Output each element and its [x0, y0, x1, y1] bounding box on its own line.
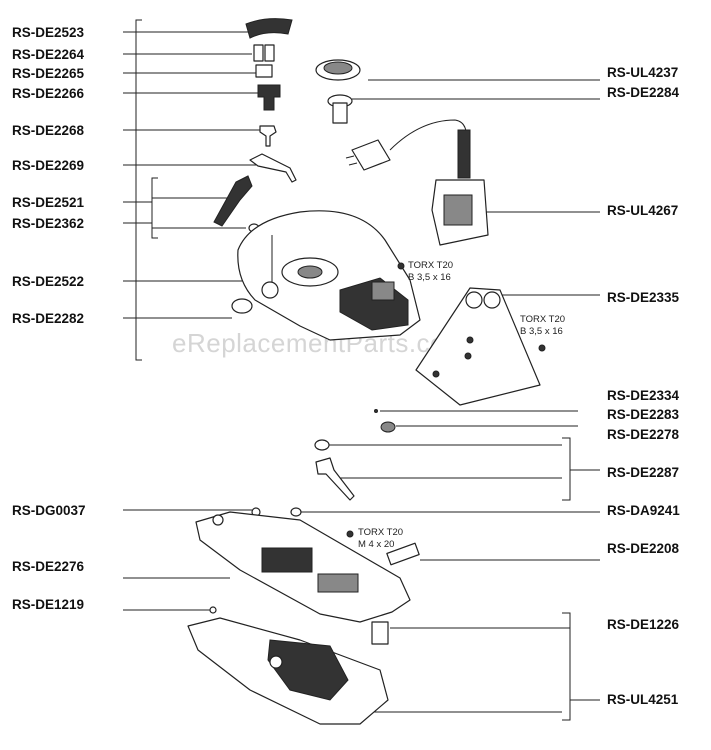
label-rs-de2521[interactable]: RS-DE2521 — [12, 195, 85, 210]
soleplate — [187, 606, 389, 725]
iron-body-frame — [195, 511, 420, 623]
screw-notes: TORX T20 B 3,5 x 16 TORX T20 B 3,5 x 16 … — [346, 260, 565, 550]
left-main-bracket — [135, 19, 142, 361]
spray-button-parts — [213, 175, 260, 233]
right-labels: RS-UL4237 RS-DE2284 RS-UL4267 RS-DE2335 … — [607, 65, 680, 707]
left-sub-bracket — [151, 177, 158, 239]
label-rs-de2266[interactable]: RS-DE2266 — [12, 86, 85, 101]
right-bracket-2287 — [562, 437, 571, 501]
label-rs-de2522[interactable]: RS-DE2522 — [12, 274, 84, 289]
label-rs-ul4237[interactable]: RS-UL4237 — [607, 65, 678, 80]
power-cord-assembly — [345, 119, 489, 246]
label-rs-de2264[interactable]: RS-DE2264 — [12, 47, 85, 62]
label-rs-de1219[interactable]: RS-DE1219 — [12, 597, 84, 612]
label-rs-de2282[interactable]: RS-DE2282 — [12, 311, 84, 326]
torx-note-1-line2: B 3,5 x 16 — [408, 272, 451, 283]
left-labels: RS-DE2523 RS-DE2264 RS-DE2265 RS-DE2266 … — [12, 25, 86, 612]
torx-note-2-line2: B 3,5 x 16 — [520, 326, 563, 337]
label-rs-de2287[interactable]: RS-DE2287 — [607, 465, 679, 480]
water-fill-cap — [315, 59, 361, 124]
label-rs-de2276[interactable]: RS-DE2276 — [12, 559, 85, 574]
label-rs-de2362[interactable]: RS-DE2362 — [12, 216, 84, 231]
label-rs-de2278[interactable]: RS-DE2278 — [607, 427, 680, 442]
label-rs-de2268[interactable]: RS-DE2268 — [12, 123, 85, 138]
label-rs-de2284[interactable]: RS-DE2284 — [607, 85, 680, 100]
label-rs-de2334[interactable]: RS-DE2334 — [607, 388, 680, 403]
torx-note-3-line2: M 4 x 20 — [358, 539, 394, 550]
iron-upper-housing — [231, 210, 421, 341]
label-rs-de1226[interactable]: RS-DE1226 — [607, 617, 680, 632]
torx-note-2-line1: TORX T20 — [520, 314, 565, 325]
torx-note-3-line1: TORX T20 — [358, 527, 403, 538]
label-rs-de2269[interactable]: RS-DE2269 — [12, 158, 84, 173]
label-rs-ul4267[interactable]: RS-UL4267 — [607, 203, 678, 218]
right-bracket-bottom — [562, 612, 571, 721]
label-rs-de2283[interactable]: RS-DE2283 — [607, 407, 680, 422]
small-seal-parts — [251, 409, 396, 517]
label-rs-de2265[interactable]: RS-DE2265 — [12, 66, 85, 81]
label-rs-de2335[interactable]: RS-DE2335 — [607, 290, 680, 305]
label-rs-dg0037[interactable]: RS-DG0037 — [12, 503, 86, 518]
leader-lines — [123, 19, 600, 721]
thermostat-knob-parts — [245, 18, 297, 183]
label-rs-da9241[interactable]: RS-DA9241 — [607, 503, 680, 518]
label-rs-de2208[interactable]: RS-DE2208 — [607, 541, 680, 556]
label-rs-de2523[interactable]: RS-DE2523 — [12, 25, 85, 40]
label-rs-ul4251[interactable]: RS-UL4251 — [607, 692, 679, 707]
torx-note-1-line1: TORX T20 — [408, 260, 453, 271]
heel-rest-cover — [415, 287, 546, 406]
